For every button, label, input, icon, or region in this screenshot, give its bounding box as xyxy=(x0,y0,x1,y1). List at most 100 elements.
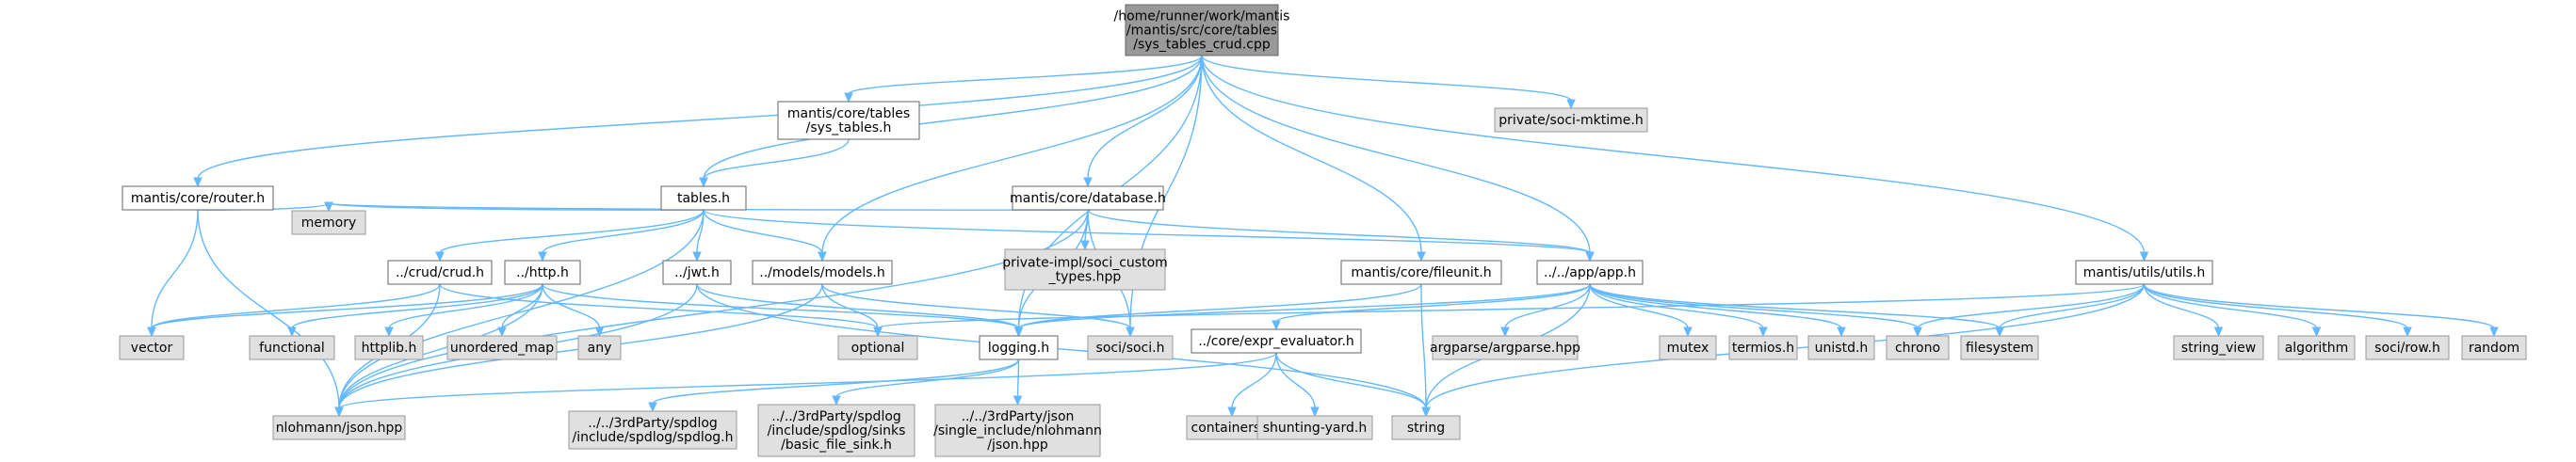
edge-line xyxy=(1231,352,1277,409)
node-router[interactable]: mantis/core/router.h xyxy=(122,185,274,211)
edge-app-to-chrono xyxy=(1589,283,1922,338)
node-tables[interactable]: tables.h xyxy=(660,185,747,211)
edge-arrowhead xyxy=(1758,327,1768,338)
node-label-line: soci/soci.h xyxy=(1096,341,1165,356)
node-box xyxy=(272,415,406,440)
node-label-line: termios.h xyxy=(1732,341,1794,356)
node-label-line: soci/row.h xyxy=(2374,341,2440,356)
node-label-line: mantis/core/fileunit.h xyxy=(1351,265,1491,280)
edge-arrowhead xyxy=(699,177,708,188)
edge-line xyxy=(542,283,1020,329)
edge-line xyxy=(1275,283,1591,323)
node-crud[interactable]: ../crud/crud.h xyxy=(387,260,493,285)
node-label-line: optional xyxy=(851,341,905,356)
node-label-line: unordered_map xyxy=(450,341,554,356)
edge-root-to-tables xyxy=(699,55,1203,188)
node-functional: functional xyxy=(249,335,335,360)
node-models[interactable]: ../models/models.h xyxy=(752,260,893,285)
node-box xyxy=(446,335,558,360)
edge-arrowhead xyxy=(1417,251,1426,263)
node-label-line: string xyxy=(1407,421,1445,436)
node-label-line: ../../3rdParty/json xyxy=(962,409,1075,424)
node-systables[interactable]: mantis/core/tables/sys_tables.h xyxy=(777,101,920,140)
node-box xyxy=(979,335,1059,360)
node-random: random xyxy=(2461,335,2527,360)
edge-app-to-unistd xyxy=(1589,283,1846,338)
node-filesystem: filesystem xyxy=(1960,335,2039,360)
node-database[interactable]: mantis/core/database.h xyxy=(1010,185,1166,211)
node-spdlog: ../../3rdParty/spdlog/include/spdlog/spd… xyxy=(568,410,737,450)
edge-line xyxy=(1017,283,1422,329)
node-string: string xyxy=(1391,415,1461,440)
edge-line xyxy=(1589,283,1919,329)
node-label-line: argparse/argparse.hpp xyxy=(1430,341,1580,356)
node-label-line: mantis/core/router.h xyxy=(131,191,265,206)
node-root[interactable]: /home/runner/work/mantis/mantis/src/core… xyxy=(1114,4,1290,56)
node-fileunit[interactable]: mantis/core/fileunit.h xyxy=(1340,260,1502,285)
edge-arrowhead xyxy=(147,327,156,338)
node-label-line: functional xyxy=(259,341,325,356)
edge-line xyxy=(1917,283,2146,329)
edge-arrowhead xyxy=(1913,327,1922,338)
node-box xyxy=(249,335,335,360)
node-box xyxy=(122,185,274,211)
edge-arrowhead xyxy=(1227,406,1237,418)
edge-arrowhead xyxy=(832,395,841,406)
node-http[interactable]: ../http.h xyxy=(504,260,581,285)
node-json: nlohmann/json.hpp xyxy=(272,415,406,440)
node-mutex: mutex xyxy=(1659,335,1717,360)
node-utils[interactable]: mantis/utils/utils.h xyxy=(2075,260,2213,285)
edge-root-to-mktime xyxy=(1201,55,1576,110)
node-jwt[interactable]: ../jwt.h xyxy=(662,260,732,285)
node-box xyxy=(504,260,581,285)
edge-line xyxy=(1016,358,1020,398)
node-box xyxy=(662,260,732,285)
edge-line xyxy=(291,283,543,329)
edge-logging-to-jsonsingle xyxy=(1013,358,1023,406)
edge-line xyxy=(1201,55,2146,254)
node-soci: soci/soci.h xyxy=(1087,335,1174,360)
node-label-line: ../http.h xyxy=(516,265,569,280)
node-box xyxy=(387,260,493,285)
node-label-line: ../crud/crud.h xyxy=(396,265,484,280)
node-label-line: tables.h xyxy=(677,191,730,206)
node-sociimpl: private-impl/soci_custom_types.hpp xyxy=(1002,248,1168,291)
edge-line xyxy=(848,55,1203,95)
edge-line xyxy=(151,283,441,329)
edge-line xyxy=(1017,283,1591,329)
edge-expr-to-containers xyxy=(1227,352,1277,418)
node-expr[interactable]: ../core/expr_evaluator.h xyxy=(1191,328,1362,354)
edge-line xyxy=(439,283,879,329)
edge-line xyxy=(696,283,1020,329)
edge-arrowhead xyxy=(2139,251,2149,263)
edge-line xyxy=(2143,283,2495,329)
node-label-line: random xyxy=(2469,341,2519,356)
node-label-line: private-impl/soci_custom xyxy=(1002,256,1168,271)
edge-line xyxy=(1504,283,1591,329)
node-label-line: unistd.h xyxy=(1815,341,1869,356)
node-label-line: /include/spdlog/sinks xyxy=(768,423,906,438)
edge-arrowhead xyxy=(1080,240,1090,251)
edge-utils-to-chrono xyxy=(1913,283,2146,338)
edge-arrowhead xyxy=(818,251,827,263)
node-logging[interactable]: logging.h xyxy=(979,335,1059,360)
node-label-line: ../../3rdParty/spdlog xyxy=(588,416,718,431)
node-app[interactable]: ../../app/app.h xyxy=(1536,260,1644,285)
edge-arrowhead xyxy=(1013,327,1024,338)
edge-tables-to-crud xyxy=(435,209,705,263)
node-box xyxy=(1256,415,1373,440)
node-label-line: /sys_tables.h xyxy=(806,120,892,135)
node-label-line: memory xyxy=(301,215,357,231)
node-label-line: chrono xyxy=(1895,341,1940,356)
node-box xyxy=(777,101,920,140)
edge-root-to-router xyxy=(193,55,1203,188)
edge-line xyxy=(821,55,1203,254)
node-box xyxy=(1340,260,1502,285)
edge-tables-to-json xyxy=(334,209,705,418)
edge-arrowhead xyxy=(1837,327,1846,338)
node-label-line: filesystem xyxy=(1966,341,2033,356)
edge-line xyxy=(338,283,543,409)
node-box xyxy=(1728,335,1798,360)
node-box xyxy=(2277,335,2356,360)
